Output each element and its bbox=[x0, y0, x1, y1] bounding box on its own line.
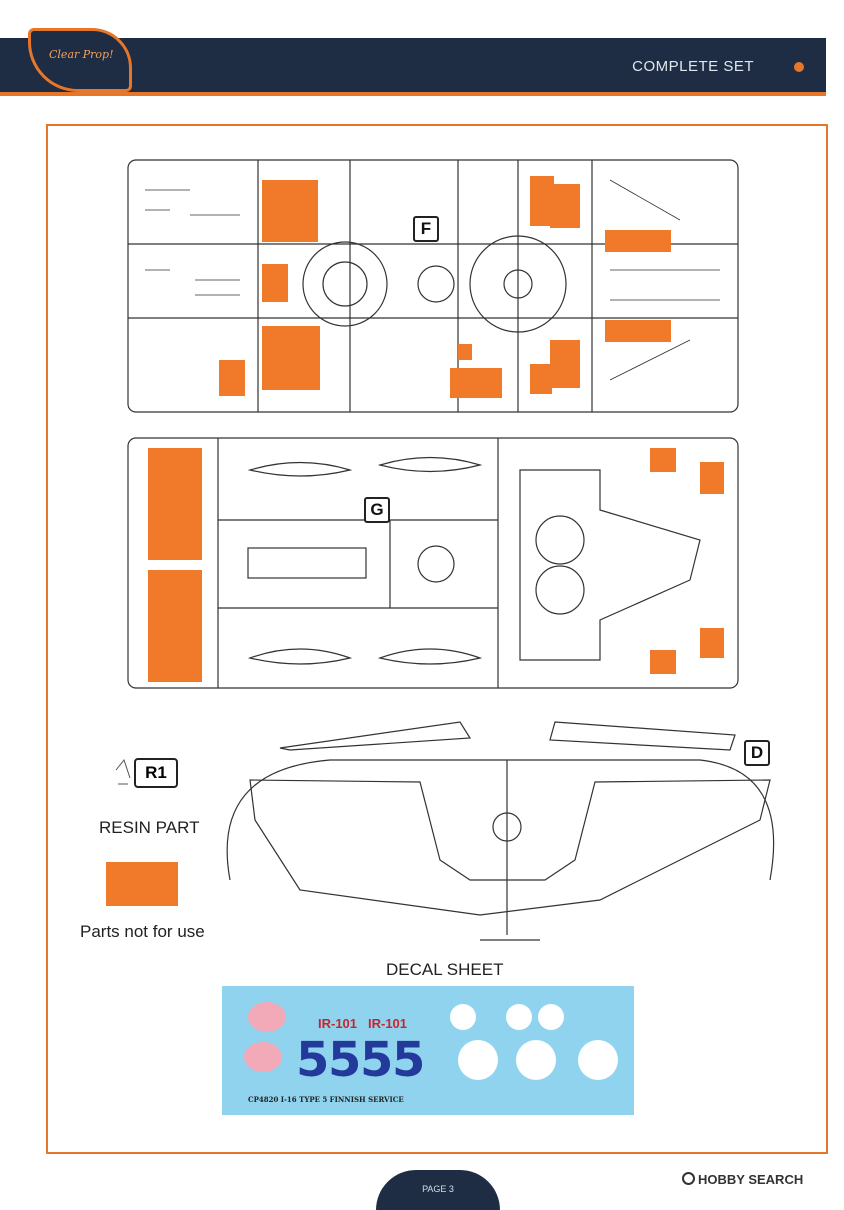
watermark: HOBBY SEARCH bbox=[682, 1172, 803, 1187]
decal-pink-pattern bbox=[248, 1002, 286, 1032]
resin-part-tag: R1 bbox=[134, 758, 178, 788]
sprue-d-wing-spar bbox=[279, 721, 472, 751]
sprue-g-hub bbox=[417, 545, 455, 583]
g-wing-left bbox=[247, 461, 353, 477]
decal-roundel bbox=[578, 1040, 618, 1080]
decal-number: 5 bbox=[392, 1032, 426, 1088]
sprue-f-hub-right bbox=[469, 235, 567, 333]
resin-part-label: RESIN PART bbox=[99, 818, 200, 837]
content-frame bbox=[46, 124, 828, 1154]
watermark-icon bbox=[682, 1172, 695, 1185]
decal-sheet-title: DECAL SHEET bbox=[386, 960, 504, 979]
decal-caption: CP4820 I-16 TYPE 5 FINNISH SERVICE bbox=[248, 1095, 404, 1104]
decal-roundel bbox=[506, 1004, 532, 1030]
not-for-use-swatch bbox=[106, 862, 178, 906]
page-title: COMPLETE SET bbox=[632, 58, 754, 75]
sprue-f-hub-left bbox=[302, 241, 388, 327]
decal-number: 5 bbox=[328, 1032, 362, 1088]
sprue-f-label: F bbox=[413, 216, 439, 242]
decal-pink-pattern bbox=[244, 1042, 282, 1072]
watermark-text: HOBBY SEARCH bbox=[698, 1172, 804, 1187]
decal-registration: IR-101 bbox=[368, 1016, 408, 1031]
sprue-g-label: G bbox=[364, 497, 390, 523]
brand-logo-text: Clear Prop! bbox=[49, 48, 114, 61]
decal-number: 5 bbox=[296, 1032, 330, 1088]
not-for-use-label: Parts not for use bbox=[80, 922, 205, 941]
sprue-d-wing bbox=[249, 779, 771, 916]
sprue-g-frame bbox=[127, 437, 739, 689]
decal-registration: IR-101 bbox=[318, 1016, 358, 1031]
header-accent-line bbox=[0, 92, 826, 96]
decal-sheet: IR-101 IR-101 5 5 5 5 CP4820 I-16 TYPE 5… bbox=[222, 986, 634, 1115]
g-fuselage-half bbox=[519, 469, 701, 661]
decal-roundel bbox=[450, 1004, 476, 1030]
page-number-tab: PAGE 3 bbox=[376, 1170, 500, 1210]
g-unused-part-1 bbox=[148, 448, 202, 560]
header-bar: COMPLETE SET bbox=[0, 38, 826, 96]
sprue-f-hub-center bbox=[417, 265, 455, 303]
decal-roundel bbox=[458, 1040, 498, 1080]
decal-number: 5 bbox=[360, 1032, 394, 1088]
decal-roundel bbox=[516, 1040, 556, 1080]
sprue-f-frame bbox=[127, 159, 739, 413]
page-number: PAGE 3 bbox=[422, 1184, 454, 1194]
f-unused-part-20 bbox=[262, 180, 318, 242]
sprue-d-label: D bbox=[744, 740, 770, 766]
resin-part-sketch bbox=[115, 758, 131, 785]
decal-roundel bbox=[538, 1004, 564, 1030]
header-dot-icon bbox=[794, 62, 804, 72]
